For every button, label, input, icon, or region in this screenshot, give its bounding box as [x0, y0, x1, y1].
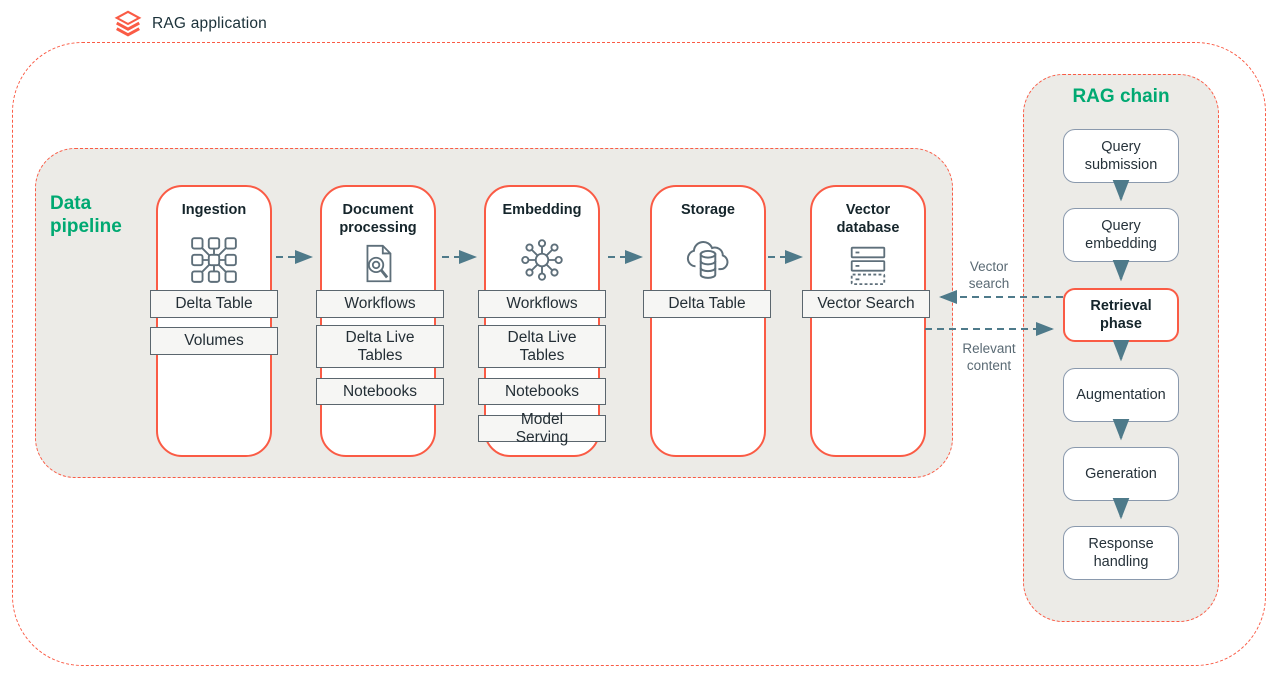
- data-pipeline-title: Data pipeline: [50, 193, 122, 237]
- node-generation: Generation: [1063, 447, 1179, 501]
- chip-model-serving: Model Serving: [478, 411, 606, 446]
- cloud-database-icon: [652, 235, 764, 285]
- chip-delta-table: Delta Table: [150, 290, 278, 318]
- embedding-network-icon: [486, 235, 598, 285]
- rag-chain-title: RAG chain: [1072, 86, 1170, 107]
- node-retrieval-phase: Retrieval phase: [1063, 288, 1179, 342]
- stage-title: Document processing: [339, 202, 417, 236]
- document-search-icon: [322, 241, 434, 287]
- node-response-handling: Response handling: [1063, 526, 1179, 580]
- stage-ingestion: Ingestion: [156, 185, 272, 457]
- stage-storage: Storage: [650, 185, 766, 457]
- chip-notebooks: Notebooks: [478, 378, 606, 405]
- relevant-content-arrow-label: Relevant content: [962, 341, 1016, 373]
- stage-document-processing: Document processing: [320, 185, 436, 457]
- grid-nodes-icon: [158, 235, 270, 285]
- app-title: RAG application: [152, 15, 268, 32]
- app-header: RAG application: [113, 9, 267, 39]
- chip-delta-live-tables: Delta Live Tables: [316, 325, 444, 368]
- chip-workflows: Workflows: [478, 290, 606, 318]
- stage-title: Embedding: [502, 202, 582, 218]
- chip-workflows: Workflows: [316, 290, 444, 318]
- stage-vector-database: Vector database: [810, 185, 926, 457]
- stage-embedding: Embedding: [484, 185, 600, 457]
- stage-title: Vector database: [836, 202, 900, 236]
- chip-delta-table: Delta Table: [643, 290, 771, 318]
- node-augmentation: Augmentation: [1063, 368, 1179, 422]
- stage-title: Storage: [681, 202, 735, 218]
- vector-search-arrow-label: Vector search: [968, 259, 1010, 291]
- chip-delta-live-tables: Delta Live Tables: [478, 325, 606, 368]
- node-query-submission: Query submission: [1063, 129, 1179, 183]
- stage-title: Ingestion: [181, 202, 247, 218]
- databricks-logo-icon: [114, 10, 142, 37]
- node-query-embedding: Query embedding: [1063, 208, 1179, 262]
- rag-application-boundary: [12, 42, 1266, 666]
- chip-volumes: Volumes: [150, 327, 278, 355]
- chip-notebooks: Notebooks: [316, 378, 444, 405]
- server-stack-icon: [812, 241, 924, 287]
- chip-vector-search: Vector Search: [802, 290, 930, 318]
